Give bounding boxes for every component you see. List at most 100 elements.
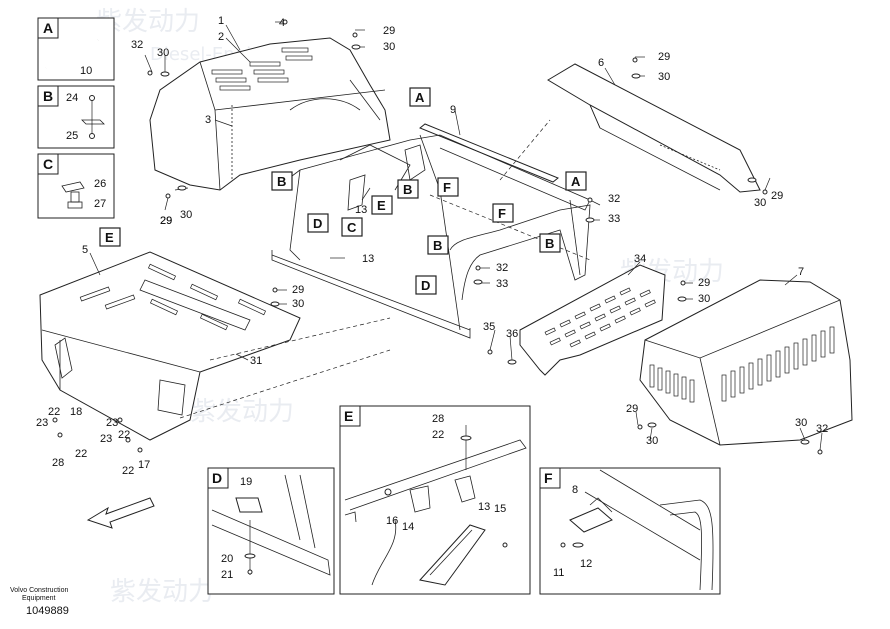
- tag-a-2: A: [571, 174, 581, 189]
- callout-34: 34: [634, 253, 646, 265]
- callout-35: 35: [483, 321, 495, 333]
- callout-30h: 30: [795, 417, 807, 429]
- callout-33b: 33: [608, 213, 620, 225]
- tag-b-1: B: [277, 174, 286, 189]
- inset-d-label-21: 21: [221, 569, 233, 581]
- inset-d: D 19 20 21: [207, 467, 335, 595]
- tag-b-4: B: [433, 238, 442, 253]
- tag-a-1: A: [415, 90, 425, 105]
- tag-d-2: D: [421, 278, 430, 293]
- callout-1: 1: [218, 15, 224, 27]
- callout-3: 3: [205, 114, 211, 126]
- callout-30g: 30: [292, 298, 304, 310]
- inset-e-label-14: 14: [402, 521, 414, 533]
- inset-e-label-28: 28: [432, 413, 444, 425]
- callout-29h: 29: [160, 215, 172, 227]
- callout-22b: 22: [118, 429, 130, 441]
- right-hood-vents: [649, 326, 835, 403]
- tag-e-1: E: [377, 198, 386, 213]
- document-number: 1049889: [26, 605, 69, 617]
- credit-line-2: Equipment: [22, 595, 56, 602]
- callout-4: 4: [279, 17, 285, 29]
- central-frame: [271, 119, 591, 339]
- inset-b: B 24 25: [37, 85, 115, 149]
- callout-22a: 22: [48, 406, 60, 418]
- inset-e-label-13: 13: [478, 501, 490, 513]
- inset-e-label-15: 15: [494, 503, 506, 515]
- callout-23b: 23: [106, 417, 118, 429]
- inset-b-label-24: 24: [66, 92, 78, 104]
- callout-23a: 23: [36, 417, 48, 429]
- tag-f-2: F: [498, 206, 506, 221]
- inset-c-label-27: 27: [94, 198, 106, 210]
- callout-29d: 29: [698, 277, 710, 289]
- hood-part-7: [639, 279, 853, 446]
- callout-29g: 29: [626, 403, 638, 415]
- tag-e-2: E: [105, 230, 114, 245]
- tag-b-2: B: [403, 182, 412, 197]
- inset-f-label-8: 8: [572, 484, 578, 496]
- grille-part-34: [519, 264, 666, 376]
- callout-30i: 30: [646, 435, 658, 447]
- callout-13b: 13: [355, 204, 367, 216]
- hood-vents: [211, 47, 313, 91]
- inset-e-label-16: 16: [386, 515, 398, 527]
- callout-32c: 32: [608, 193, 620, 205]
- floor-part-5: [39, 251, 301, 441]
- callout-29a: 29: [383, 25, 395, 37]
- callout-13a: 13: [362, 253, 374, 265]
- callout-36: 36: [506, 328, 518, 340]
- dashed-line-1: [209, 317, 391, 361]
- inset-a: A 10: [37, 17, 115, 81]
- callout-17: 17: [138, 459, 150, 471]
- inset-f-label-11: 11: [553, 567, 564, 579]
- dashed-line-2: [179, 349, 391, 419]
- callout-29e: 29: [771, 190, 783, 202]
- callout-29f: 29: [292, 284, 304, 296]
- rail-part-9: [419, 123, 559, 183]
- hood-part-1: [149, 37, 391, 191]
- tag-c-1: C: [347, 220, 357, 235]
- callout-32a: 32: [131, 39, 143, 51]
- fasteners: [52, 19, 823, 455]
- callout-29c: 29: [658, 51, 670, 63]
- inset-f-letter: F: [544, 470, 553, 486]
- callout-31: 31: [250, 355, 262, 367]
- inset-f-label-12: 12: [580, 558, 592, 570]
- callout-29b: 29: [160, 215, 172, 227]
- callout-22c: 22: [75, 448, 87, 460]
- tag-f-1: F: [443, 180, 451, 195]
- tag-d-1: D: [313, 216, 322, 231]
- inset-c-letter: C: [43, 156, 53, 172]
- callout-6: 6: [598, 57, 604, 69]
- inset-b-label-25: 25: [66, 130, 78, 142]
- callout-32b: 32: [496, 262, 508, 274]
- callout-23c: 23: [100, 433, 112, 445]
- callout-30e: 30: [698, 293, 710, 305]
- credit-block: Volvo Construction Equipment 1049889: [10, 587, 69, 617]
- callout-32d: 32: [816, 423, 828, 435]
- direction-arrow-icon: [86, 497, 155, 529]
- inset-c-label-26: 26: [94, 178, 106, 190]
- callout-33a: 33: [496, 278, 508, 290]
- inset-e-letter: E: [344, 408, 353, 424]
- tag-b-3: B: [545, 236, 554, 251]
- reference-tags: A A B B B B C D D E E F F: [99, 87, 587, 295]
- inset-d-letter: D: [212, 470, 222, 486]
- callout-2: 2: [218, 31, 224, 43]
- callout-5: 5: [82, 244, 88, 256]
- inset-c: C 26 27: [37, 153, 115, 219]
- callout-22d: 22: [122, 465, 134, 477]
- inset-f: F 8 11 12: [539, 467, 721, 595]
- callout-30a: 30: [383, 41, 395, 53]
- inset-a-label-10: 10: [80, 65, 92, 77]
- callout-30b: 30: [157, 47, 169, 59]
- inset-b-letter: B: [43, 88, 53, 104]
- watermark-brand-cn-2: 紫发动力: [190, 397, 294, 427]
- panel-part-6: [547, 63, 761, 193]
- inset-d-label-20: 20: [221, 553, 233, 565]
- callout-7: 7: [798, 266, 804, 278]
- credit-line-1: Volvo Construction: [10, 587, 68, 594]
- callout-18: 18: [70, 406, 82, 418]
